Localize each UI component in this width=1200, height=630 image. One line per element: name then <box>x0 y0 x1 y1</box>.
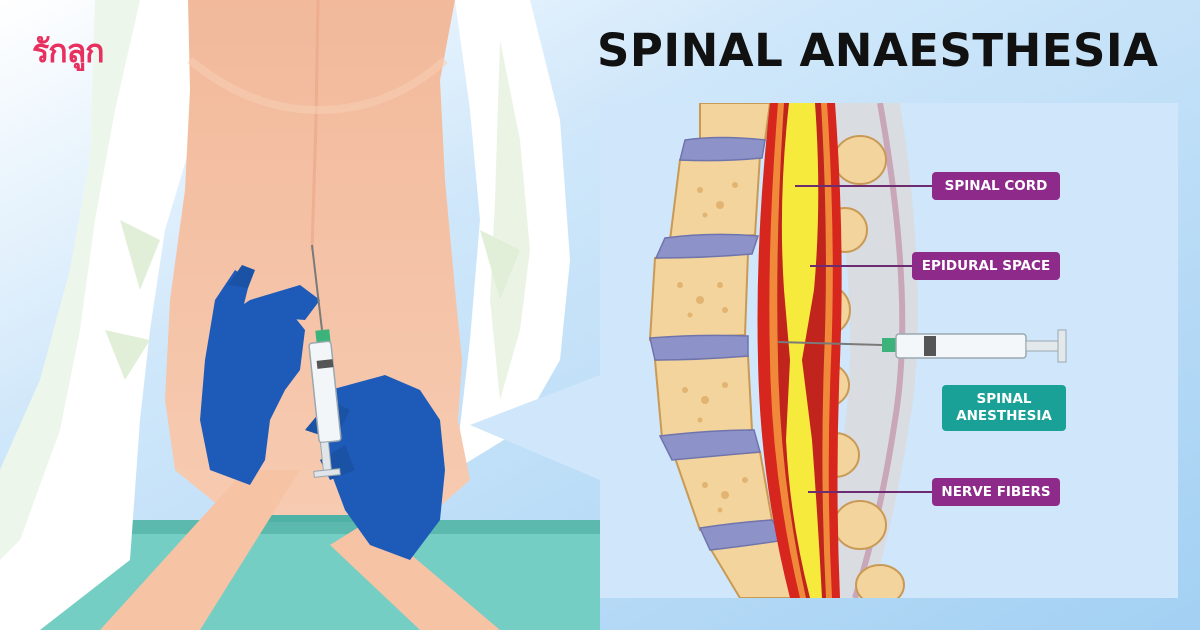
label-nerve-fibers: NERVE FIBERS <box>932 478 1060 506</box>
brand-logo: รักลูก <box>32 32 105 70</box>
spine-cross-section <box>648 103 1067 598</box>
panel-syringe <box>777 329 1067 363</box>
label-spinal-anesthesia-line2: ANESTHESIA <box>956 408 1052 424</box>
back-syringe <box>308 244 342 478</box>
label-spinal-cord: SPINAL CORD <box>932 172 1060 200</box>
leader-nerve-fibers <box>808 491 932 493</box>
leader-spinal-cord <box>795 185 932 187</box>
leader-epidural-space <box>810 265 912 267</box>
label-epidural-space: EPIDURAL SPACE <box>912 252 1060 280</box>
page-title: SPINAL ANAESTHESIA <box>597 24 1159 77</box>
right-arm <box>100 470 500 630</box>
callout-pointer <box>470 375 600 480</box>
label-spinal-anesthesia-line1: SPINAL <box>976 391 1032 408</box>
label-spinal-anesthesia: SPINAL ANESTHESIA <box>942 385 1066 431</box>
drape <box>0 0 570 630</box>
